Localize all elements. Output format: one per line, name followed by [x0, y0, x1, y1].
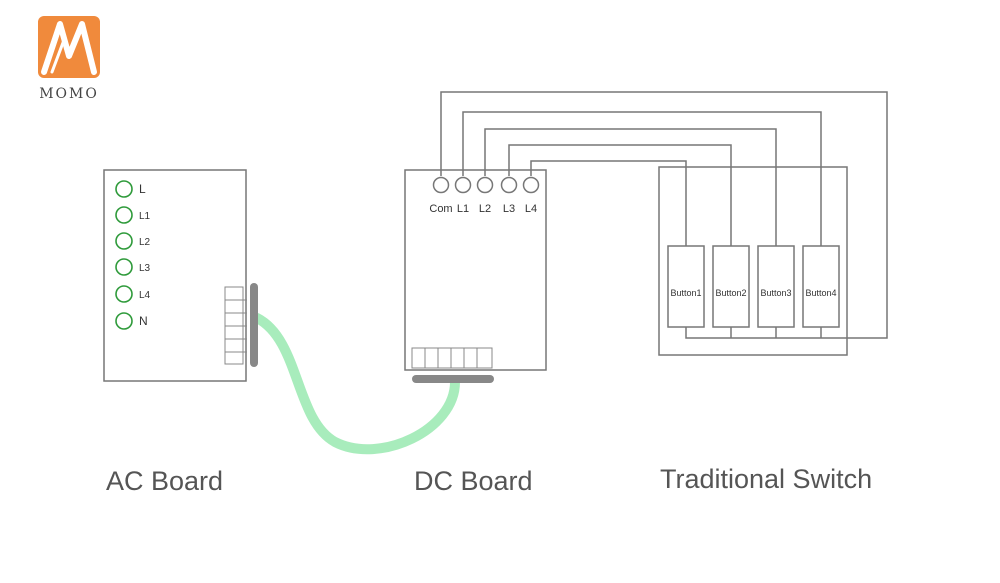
ac-terminal-label: L2 [139, 237, 151, 248]
ac-terminal-l [115, 180, 133, 198]
momo-logo-mark [38, 16, 100, 78]
dc-board-title: DC Board [414, 466, 533, 496]
switch-button-1 [667, 245, 705, 328]
connection-cable [252, 313, 460, 455]
ac-terminal-label: L1 [139, 211, 151, 222]
switch-button-3 [757, 245, 795, 328]
wires [440, 91, 888, 339]
ac-terminal-l2 [115, 232, 133, 250]
momo-logo: MOMO [36, 16, 102, 106]
ac-terminal-l4 [115, 285, 133, 303]
ac-board [103, 169, 247, 382]
dc-terminal-l1 [454, 176, 472, 194]
ac-terminal-label: L [139, 182, 146, 196]
dc-terminal-label: L3 [503, 203, 515, 215]
dc-terminal-label: L2 [479, 203, 491, 215]
dc-terminal-l2 [476, 176, 494, 194]
dc-terminal-l3 [500, 176, 518, 194]
traditional-switch-title: Traditional Switch [660, 464, 873, 494]
dc-terminals-group: Com L1 L2 L3 L4 [429, 176, 540, 215]
ac-board-title: AC Board [106, 466, 224, 496]
dc-board [404, 169, 547, 371]
dc-terminal-label: Com [429, 203, 452, 215]
logo-text: MOMO [39, 86, 99, 102]
ac-terminal-label: L3 [139, 263, 151, 274]
switch-button-label: Button2 [715, 288, 746, 298]
dc-terminal-label: L1 [457, 203, 469, 215]
ac-terminal-l3 [115, 258, 133, 276]
switch-button-label: Button3 [760, 288, 791, 298]
dc-terminal-label: L4 [525, 203, 537, 215]
ac-terminal-label: L4 [139, 290, 151, 301]
ac-terminal-label: N [139, 314, 148, 328]
switch-button-2 [712, 245, 750, 328]
dc-terminal-com [432, 176, 450, 194]
traditional-switch-frame [658, 166, 848, 356]
switch-button-label: Button4 [805, 288, 836, 298]
switch-button-4 [802, 245, 840, 328]
ac-terminal-l1 [115, 206, 133, 224]
dc-connector-bar [412, 375, 494, 383]
ac-connector-block [224, 286, 247, 365]
ac-connector-bar [250, 283, 258, 367]
switch-buttons-group: Button1 Button2 Button3 Button4 [667, 245, 840, 328]
dc-connector-block [411, 347, 493, 369]
ac-terminal-n [115, 312, 133, 330]
dc-terminal-l4 [522, 176, 540, 194]
switch-button-label: Button1 [670, 288, 701, 298]
